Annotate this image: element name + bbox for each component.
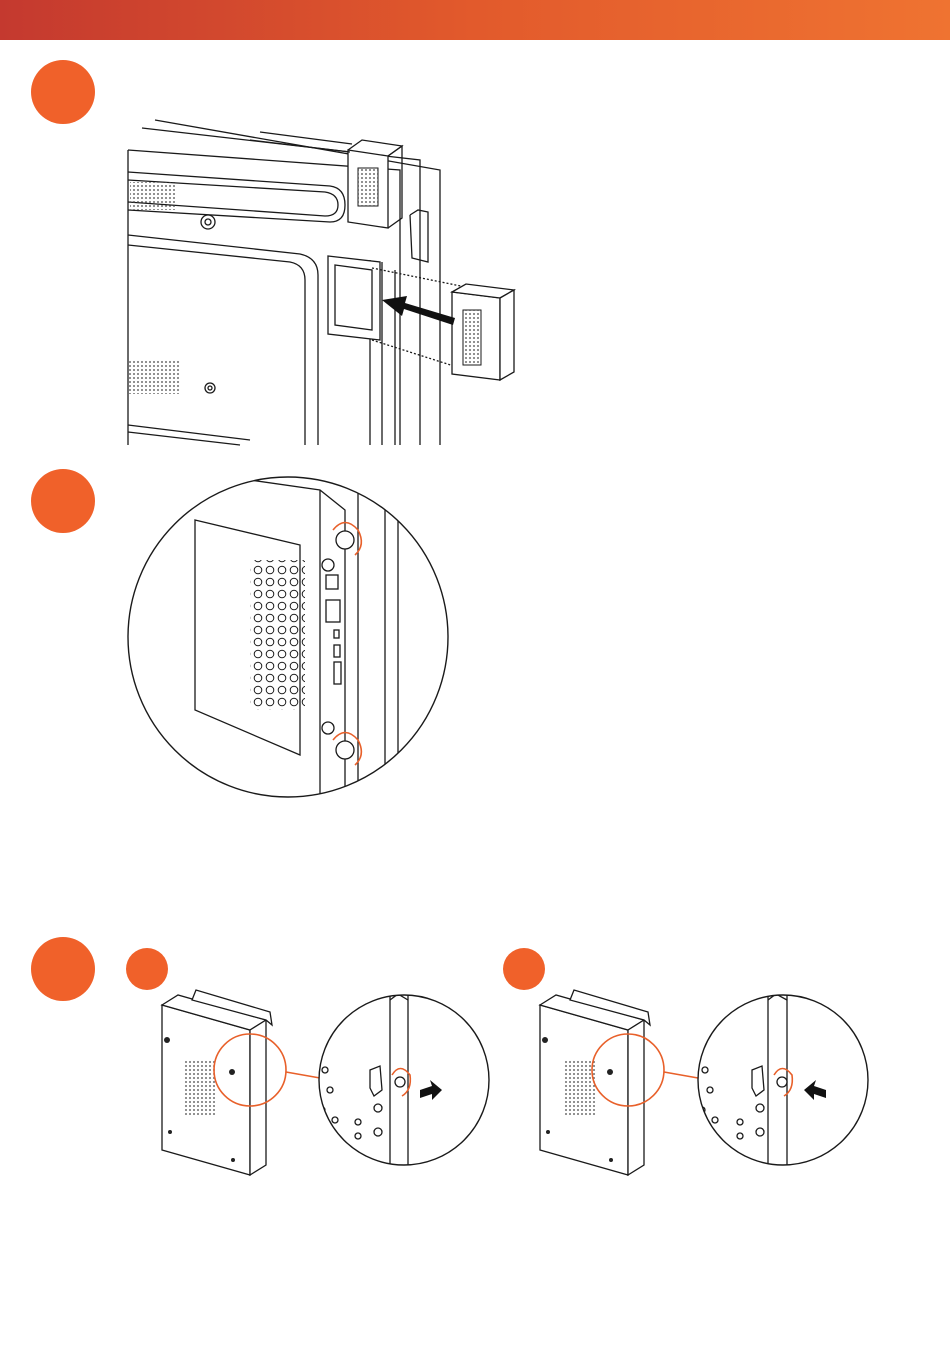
substep-a-illustration (0, 0, 950, 1200)
